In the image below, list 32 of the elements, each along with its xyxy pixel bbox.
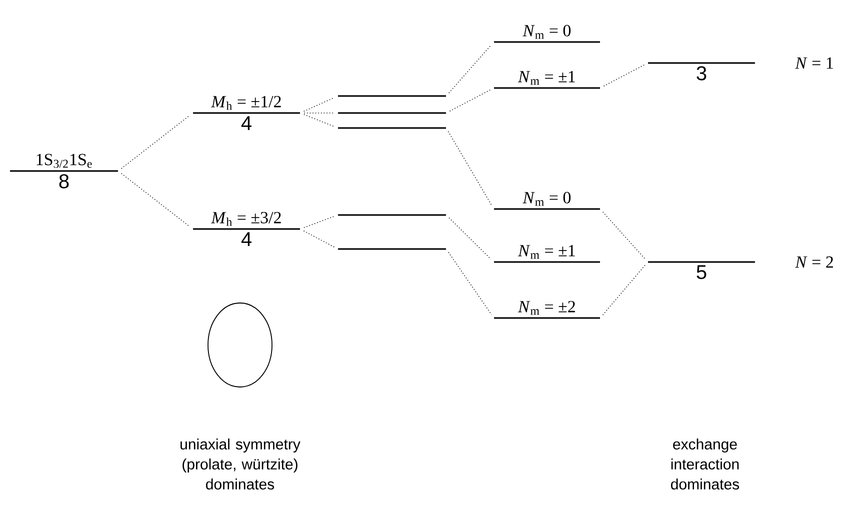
connector-line	[304, 216, 334, 228]
level-label: N$_{m}$ = 0	[522, 192, 571, 206]
caption-text: uniaxial symmetry (prolate, würtzite) dominates	[180, 438, 300, 490]
connector-line	[448, 44, 492, 94]
connector-line	[603, 64, 645, 87]
level-label: N$_{m}$ = 0	[522, 24, 571, 39]
connector-line	[449, 89, 491, 112]
level-label: M$_{h}$ = ±3/2	[211, 212, 281, 226]
degeneracy-number: 4	[241, 116, 252, 130]
connector-line	[120, 115, 190, 169]
degeneracy-number: 5	[696, 265, 706, 280]
connector-line	[120, 173, 190, 227]
level-label: N$_{m}$ = ±1	[518, 244, 575, 259]
level-label: N$_{m}$ = ±2	[518, 300, 575, 315]
connector-line	[602, 264, 646, 316]
level-label: 1S$_{3/2}$1S$_{e}$	[36, 154, 92, 168]
connector-line	[602, 212, 646, 260]
level-label: M$_{h}$ = ±1/2	[211, 96, 281, 110]
quantum-number-label: N = 2	[795, 256, 833, 268]
level-label: N$_{m}$ = ±1	[518, 70, 575, 85]
caption-text: exchange interaction dominates	[671, 438, 740, 490]
degeneracy-number: 4	[241, 232, 252, 246]
connector-line	[448, 131, 492, 206]
connector-line	[448, 217, 492, 260]
connector-line	[304, 114, 334, 127]
connector-line	[303, 97, 335, 112]
degeneracy-number: 8	[59, 174, 69, 188]
connector-line	[304, 112, 334, 114]
connector-line	[303, 230, 335, 248]
connector-line	[448, 252, 492, 316]
quantum-number-label: N = 1	[795, 57, 833, 69]
degeneracy-number: 3	[696, 66, 706, 80]
